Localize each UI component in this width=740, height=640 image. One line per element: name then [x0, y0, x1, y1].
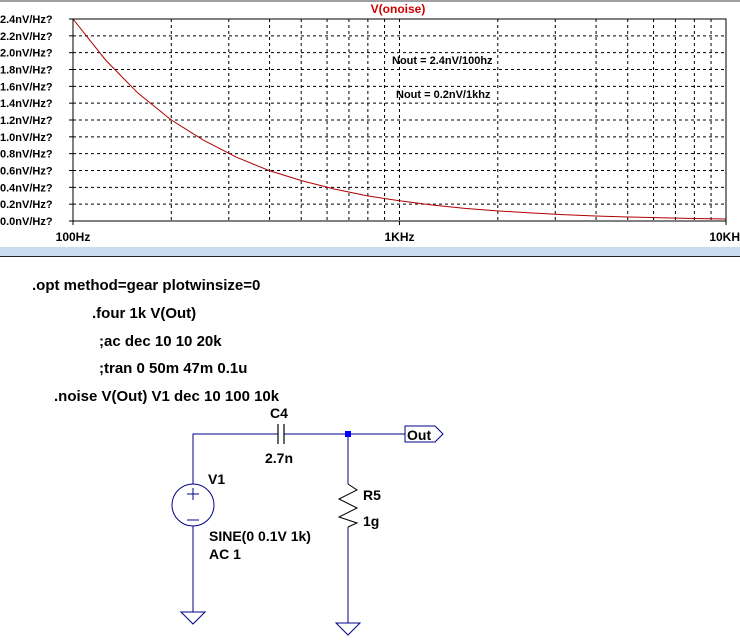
- y-tick-label: 2.0nV/Hz?: [0, 48, 53, 60]
- x-tick-label: 100Hz: [56, 230, 91, 244]
- y-tick-label: 1.6nV/Hz?: [0, 81, 53, 93]
- plot-grid: [73, 19, 726, 221]
- c4-value[interactable]: 2.7n: [265, 450, 293, 466]
- schematic-pane[interactable]: .opt method=gear plotwinsize=0 .four 1k …: [32, 277, 444, 636]
- x-tick-label: 1KHz: [384, 230, 414, 244]
- y-axis: 0.0nV/Hz? 0.2nV/Hz? 0.4nV/Hz? 0.6nV/Hz? 0.8n…: [0, 14, 73, 228]
- y-tick-label: 0.0nV/Hz?: [0, 216, 53, 228]
- ground-icon: [179, 611, 207, 625]
- wires[interactable]: [192, 433, 405, 623]
- y-tick-label: 0.2nV/Hz?: [0, 199, 53, 211]
- resistor-r5[interactable]: [337, 483, 359, 528]
- plot-frame: [72, 18, 727, 222]
- c4-name[interactable]: C4: [270, 405, 288, 421]
- window-top-border: [0, 0, 740, 2]
- annotation-nout-1khz[interactable]: Nout = 0.2nV/1khz: [396, 89, 491, 101]
- out-label[interactable]: Out: [407, 427, 431, 443]
- y-tick-label: 2.4nV/Hz?: [0, 14, 53, 26]
- v1-name[interactable]: V1: [208, 471, 225, 487]
- annotation-nout-100hz[interactable]: Nout = 2.4nV/100hz: [392, 55, 493, 67]
- net-label-out[interactable]: Out: [404, 425, 444, 443]
- waveform-plot[interactable]: V(onoise) 0.0nV/Hz? 0.2nV/Hz? 0.4nV/Hz? 0.6…: [0, 2, 740, 244]
- r5-value[interactable]: 1g: [363, 513, 379, 529]
- v1-ac[interactable]: AC 1: [209, 546, 241, 562]
- trace-title[interactable]: V(onoise): [371, 2, 426, 16]
- voltage-source-v1[interactable]: [171, 483, 215, 527]
- directive-opt[interactable]: .opt method=gear plotwinsize=0: [32, 277, 260, 294]
- junction-dot: [345, 431, 351, 437]
- directive-tran[interactable]: ;tran 0 50m 47m 0.1u: [99, 360, 247, 377]
- x-tick-label: 10KH: [709, 230, 740, 244]
- y-tick-label: 1.4nV/Hz?: [0, 98, 53, 110]
- x-axis: 100Hz 1KHz 10KH: [56, 221, 740, 244]
- y-tick-label: 2.2nV/Hz?: [0, 31, 53, 43]
- ground-icon: [334, 622, 362, 636]
- trace-line-onoise[interactable]: [72, 18, 727, 220]
- directive-ac[interactable]: ;ac dec 10 10 20k: [99, 333, 222, 350]
- y-tick-label: 0.4nV/Hz?: [0, 182, 53, 194]
- y-tick-label: 1.8nV/Hz?: [0, 65, 53, 77]
- directive-four[interactable]: .four 1k V(Out): [92, 305, 196, 322]
- r5-name[interactable]: R5: [363, 487, 381, 503]
- directive-noise[interactable]: .noise V(Out) V1 dec 10 100 10k: [54, 388, 280, 405]
- pane-splitter[interactable]: [0, 247, 740, 256]
- y-tick-label: 0.8nV/Hz?: [0, 149, 53, 161]
- y-tick-label: 1.0nV/Hz?: [0, 132, 53, 144]
- y-tick-label: 1.2nV/Hz?: [0, 115, 53, 127]
- capacitor-c4[interactable]: [277, 424, 285, 444]
- v1-value[interactable]: SINE(0 0.1V 1k): [209, 528, 311, 544]
- y-tick-label: 0.6nV/Hz?: [0, 166, 53, 178]
